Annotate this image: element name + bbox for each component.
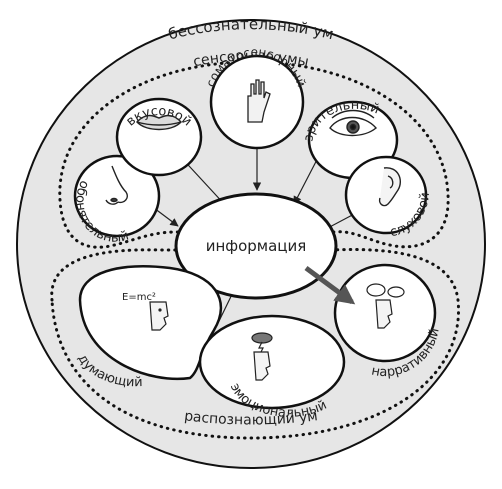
lips-icon [136,114,182,131]
head-speech-icon [366,283,405,329]
head-formula-icon [149,301,169,331]
nose-icon [105,165,128,205]
information-ellipse [174,192,338,300]
information-label: информация [206,237,307,255]
head-storm-icon [251,332,273,381]
sense-smell: обонятельный [72,154,161,246]
mind-thinking: E=mc² думающий [74,265,223,390]
hand-icon [247,79,271,123]
eye-icon [329,109,377,137]
cognitive-mind-label: распознающий ум [183,408,318,428]
sensory-minds-region [58,60,450,249]
arrow-info-to-narrative [304,265,356,305]
sense-taste: вкусовой [115,97,203,177]
formula-text: E=mc² [122,292,156,303]
ear-icon [378,167,402,207]
cognitive-mind-region [50,248,460,440]
